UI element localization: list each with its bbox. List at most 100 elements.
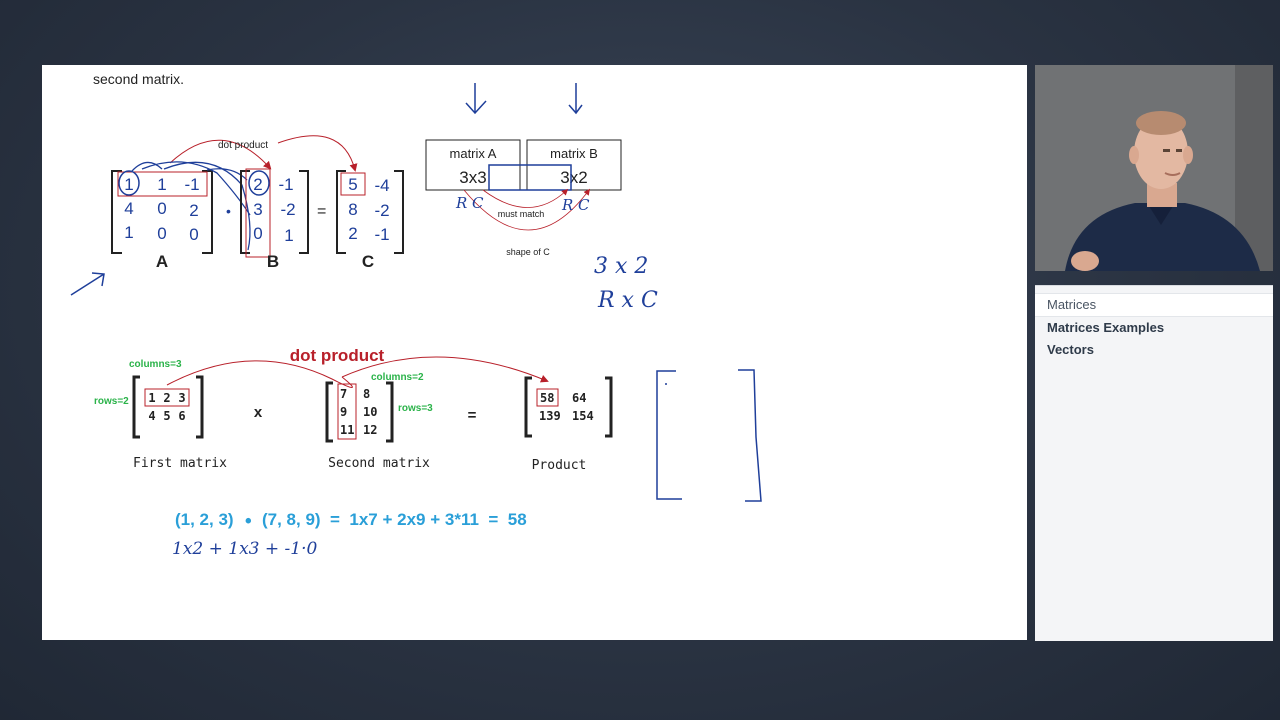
matrix-c-cell: -4 (374, 176, 389, 195)
sidebar-item-vectors[interactable]: Vectors (1047, 342, 1094, 357)
matrix-c-bracket-right (394, 170, 404, 254)
matrix-c-cell: -2 (374, 201, 389, 220)
formula-dot: • (245, 511, 252, 532)
sidebar-item-matrices-examples[interactable]: Matrices Examples (1047, 320, 1165, 335)
rc-left-label: R C (455, 194, 484, 212)
hand-rc: R x C (597, 288, 658, 313)
dot-symbol: • (226, 203, 231, 219)
matrix-b-cell: 1 (284, 226, 293, 245)
first-cell: 6 (178, 409, 185, 423)
matrix-a-cell: 1 (124, 175, 133, 194)
matrix-a-cell: -1 (184, 175, 199, 194)
hand-bracket-right (738, 369, 762, 502)
webcam-feed (1035, 65, 1273, 271)
matrix-b-cell: 2 (253, 175, 262, 194)
times-symbol: x (254, 404, 263, 421)
circle-b11 (248, 170, 270, 196)
second-cell: 7 (340, 387, 347, 401)
first-cell: 5 (163, 409, 170, 423)
product-bracket-left (524, 376, 532, 438)
hand-bracket-left (656, 370, 682, 500)
first-cell: 2 (163, 391, 170, 405)
matrix-a-cell: 0 (157, 224, 166, 243)
product-cell: 58 (540, 391, 554, 405)
product-bracket-right (605, 376, 613, 438)
matrix-a-cell: 1 (157, 175, 166, 194)
matrix-a-bracket-right (202, 170, 213, 254)
second-cell: 11 (340, 423, 354, 437)
formula-left: (1, 2, 3) (175, 510, 234, 529)
must-match-label: must match (498, 209, 545, 219)
circle-a11 (118, 170, 140, 196)
matrix-c-cell: 2 (348, 224, 357, 243)
first-cell: 3 (178, 391, 185, 405)
lesson-sidebar: Matrices Matrices Examples Vectors (1035, 285, 1273, 641)
matrix-c-bracket-left (336, 170, 346, 254)
matrix-a-bracket-left (111, 170, 122, 254)
product-cell: 139 (539, 409, 561, 423)
rows-second: rows=3 (398, 403, 433, 414)
product-cell-highlight (536, 388, 559, 407)
match-highlight (488, 164, 572, 191)
first-bracket-right (196, 375, 204, 439)
product-label: Product (532, 458, 587, 473)
second-cell: 9 (340, 405, 347, 419)
product-cell: 64 (572, 391, 586, 405)
whiteboard: second matrix. dot product 1 1 -1 4 0 2 … (42, 65, 1027, 640)
matrix-a-cell: 2 (189, 201, 198, 220)
matrix-b-col-highlight (245, 168, 271, 258)
bottom-arc-2 (341, 356, 549, 383)
bottom-equals: = (468, 407, 477, 424)
matrix-a-cell: 0 (157, 199, 166, 218)
matrix-b-bracket-right (299, 170, 309, 254)
intro-text: second matrix. (93, 71, 184, 87)
box-b-shape: 3x2 (560, 168, 587, 187)
product-cell: 154 (572, 409, 594, 423)
ink-scribble (131, 161, 251, 251)
sidebar-item-matrices[interactable]: Matrices (1035, 293, 1273, 317)
label-b: B (267, 252, 279, 271)
matrix-a-row-highlight (117, 171, 208, 197)
box-a-title: matrix A (450, 146, 497, 161)
shape-of-c-arc (463, 188, 590, 231)
box-a-shape: 3x3 (459, 168, 486, 187)
matrix-b-cell: 0 (253, 224, 262, 243)
second-cell: 8 (363, 387, 370, 401)
dot-product-label: dot product (218, 140, 268, 151)
matrix-a-cell: 0 (189, 225, 198, 244)
first-row-highlight (144, 388, 190, 407)
dot-product-arc-2 (277, 135, 358, 172)
second-bracket-right (386, 381, 394, 443)
formula-right: (7, 8, 9) = 1x7 + 2x9 + 3*11 = 58 (262, 510, 527, 529)
first-cell: 4 (148, 409, 155, 423)
hand-dot (665, 383, 667, 385)
matrix-c-cell: 5 (348, 175, 357, 194)
hand-dims: 3 x 2 (594, 254, 648, 279)
first-matrix-label: First matrix (133, 456, 227, 471)
matrix-c-cell: -1 (374, 225, 389, 244)
second-bracket-left (325, 381, 333, 443)
down-arrow-b (568, 83, 583, 115)
label-c: C (362, 252, 374, 271)
dot-product-title: dot product (290, 346, 385, 365)
must-match-arc (482, 188, 569, 208)
matrix-a-cell: 4 (124, 199, 133, 218)
matrix-b-cell: -1 (278, 175, 293, 194)
shape-of-c-label: shape of C (506, 247, 550, 257)
rc-right-label: R C (561, 196, 590, 214)
columns-first: columns=3 (129, 359, 182, 370)
matrix-b-cell: 3 (253, 200, 262, 219)
matrix-c-cell-highlight (340, 172, 366, 196)
label-a: A (156, 252, 168, 271)
second-matrix-label: Second matrix (328, 456, 430, 471)
second-col-highlight (337, 383, 357, 440)
matrix-c-cell: 8 (348, 200, 357, 219)
matrix-b-cell: -2 (280, 200, 295, 219)
bottom-arc-1 (166, 360, 353, 388)
dot-product-arc-1 (169, 139, 272, 170)
presenter-image (1035, 65, 1273, 271)
rows-first: rows=2 (94, 396, 129, 407)
top-equals: = (317, 203, 326, 220)
columns-second: columns=2 (371, 372, 424, 383)
hand-arrow (70, 272, 105, 296)
